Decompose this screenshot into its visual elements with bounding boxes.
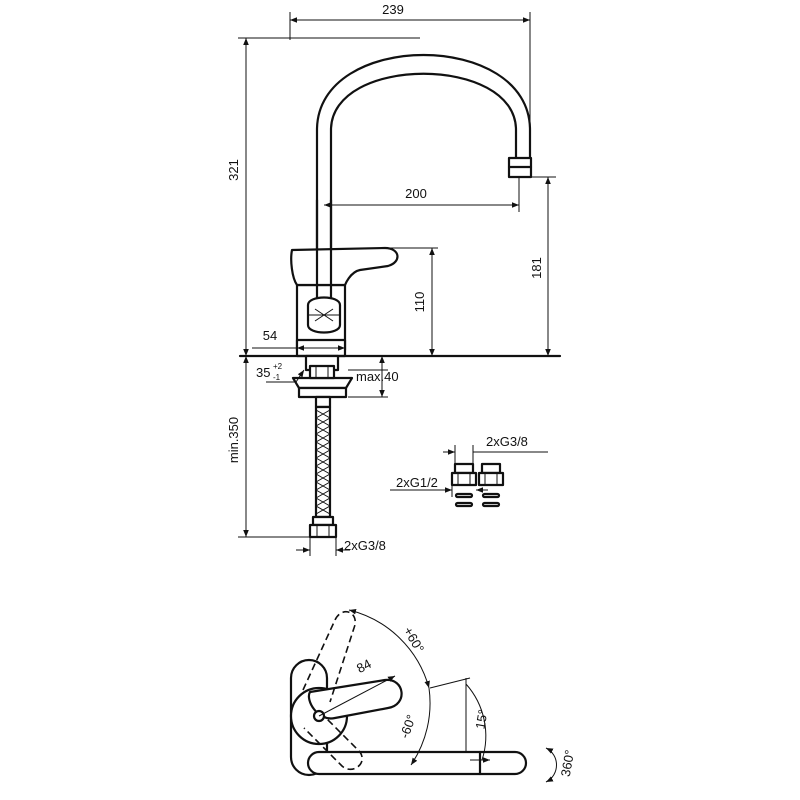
dim-35-tol-minus: -1 [273, 373, 281, 382]
faucet-side-view [238, 54, 562, 358]
connector-detail [390, 445, 548, 508]
angle-minus60: -60° [397, 713, 419, 741]
fixing-plate [291, 376, 354, 390]
dim-54: 54 [263, 328, 277, 343]
lever-handle [290, 246, 399, 287]
angle-360: 360° [558, 749, 577, 778]
dim-181: 181 [529, 257, 544, 279]
mounting-hardware [291, 354, 354, 409]
dim-110: 110 [412, 292, 427, 313]
dim-84: 84 [354, 656, 374, 676]
dim-conn-g12: 2xG1/2 [396, 475, 438, 490]
spout-inner [329, 72, 518, 332]
dimension-lines [238, 12, 556, 556]
dim-239: 239 [382, 2, 404, 17]
angle-plus60: +60° [401, 624, 428, 655]
angle-15: 15° [472, 708, 490, 730]
dim-35: 35 [256, 365, 270, 380]
dim-hose-thread: 2xG3/8 [344, 538, 386, 553]
dim-max40: max.40 [356, 369, 399, 384]
dim-min350: min.350 [226, 417, 241, 463]
hose-nut [308, 523, 338, 539]
dim-35-tol-plus: +2 [273, 362, 283, 371]
spout-outer [315, 54, 532, 332]
dim-321: 321 [226, 159, 241, 181]
dim-conn-g38: 2xG3/8 [486, 434, 528, 449]
dim-200: 200 [405, 186, 427, 201]
braided-hose [308, 405, 338, 539]
top-view-dimensions [318, 608, 557, 783]
